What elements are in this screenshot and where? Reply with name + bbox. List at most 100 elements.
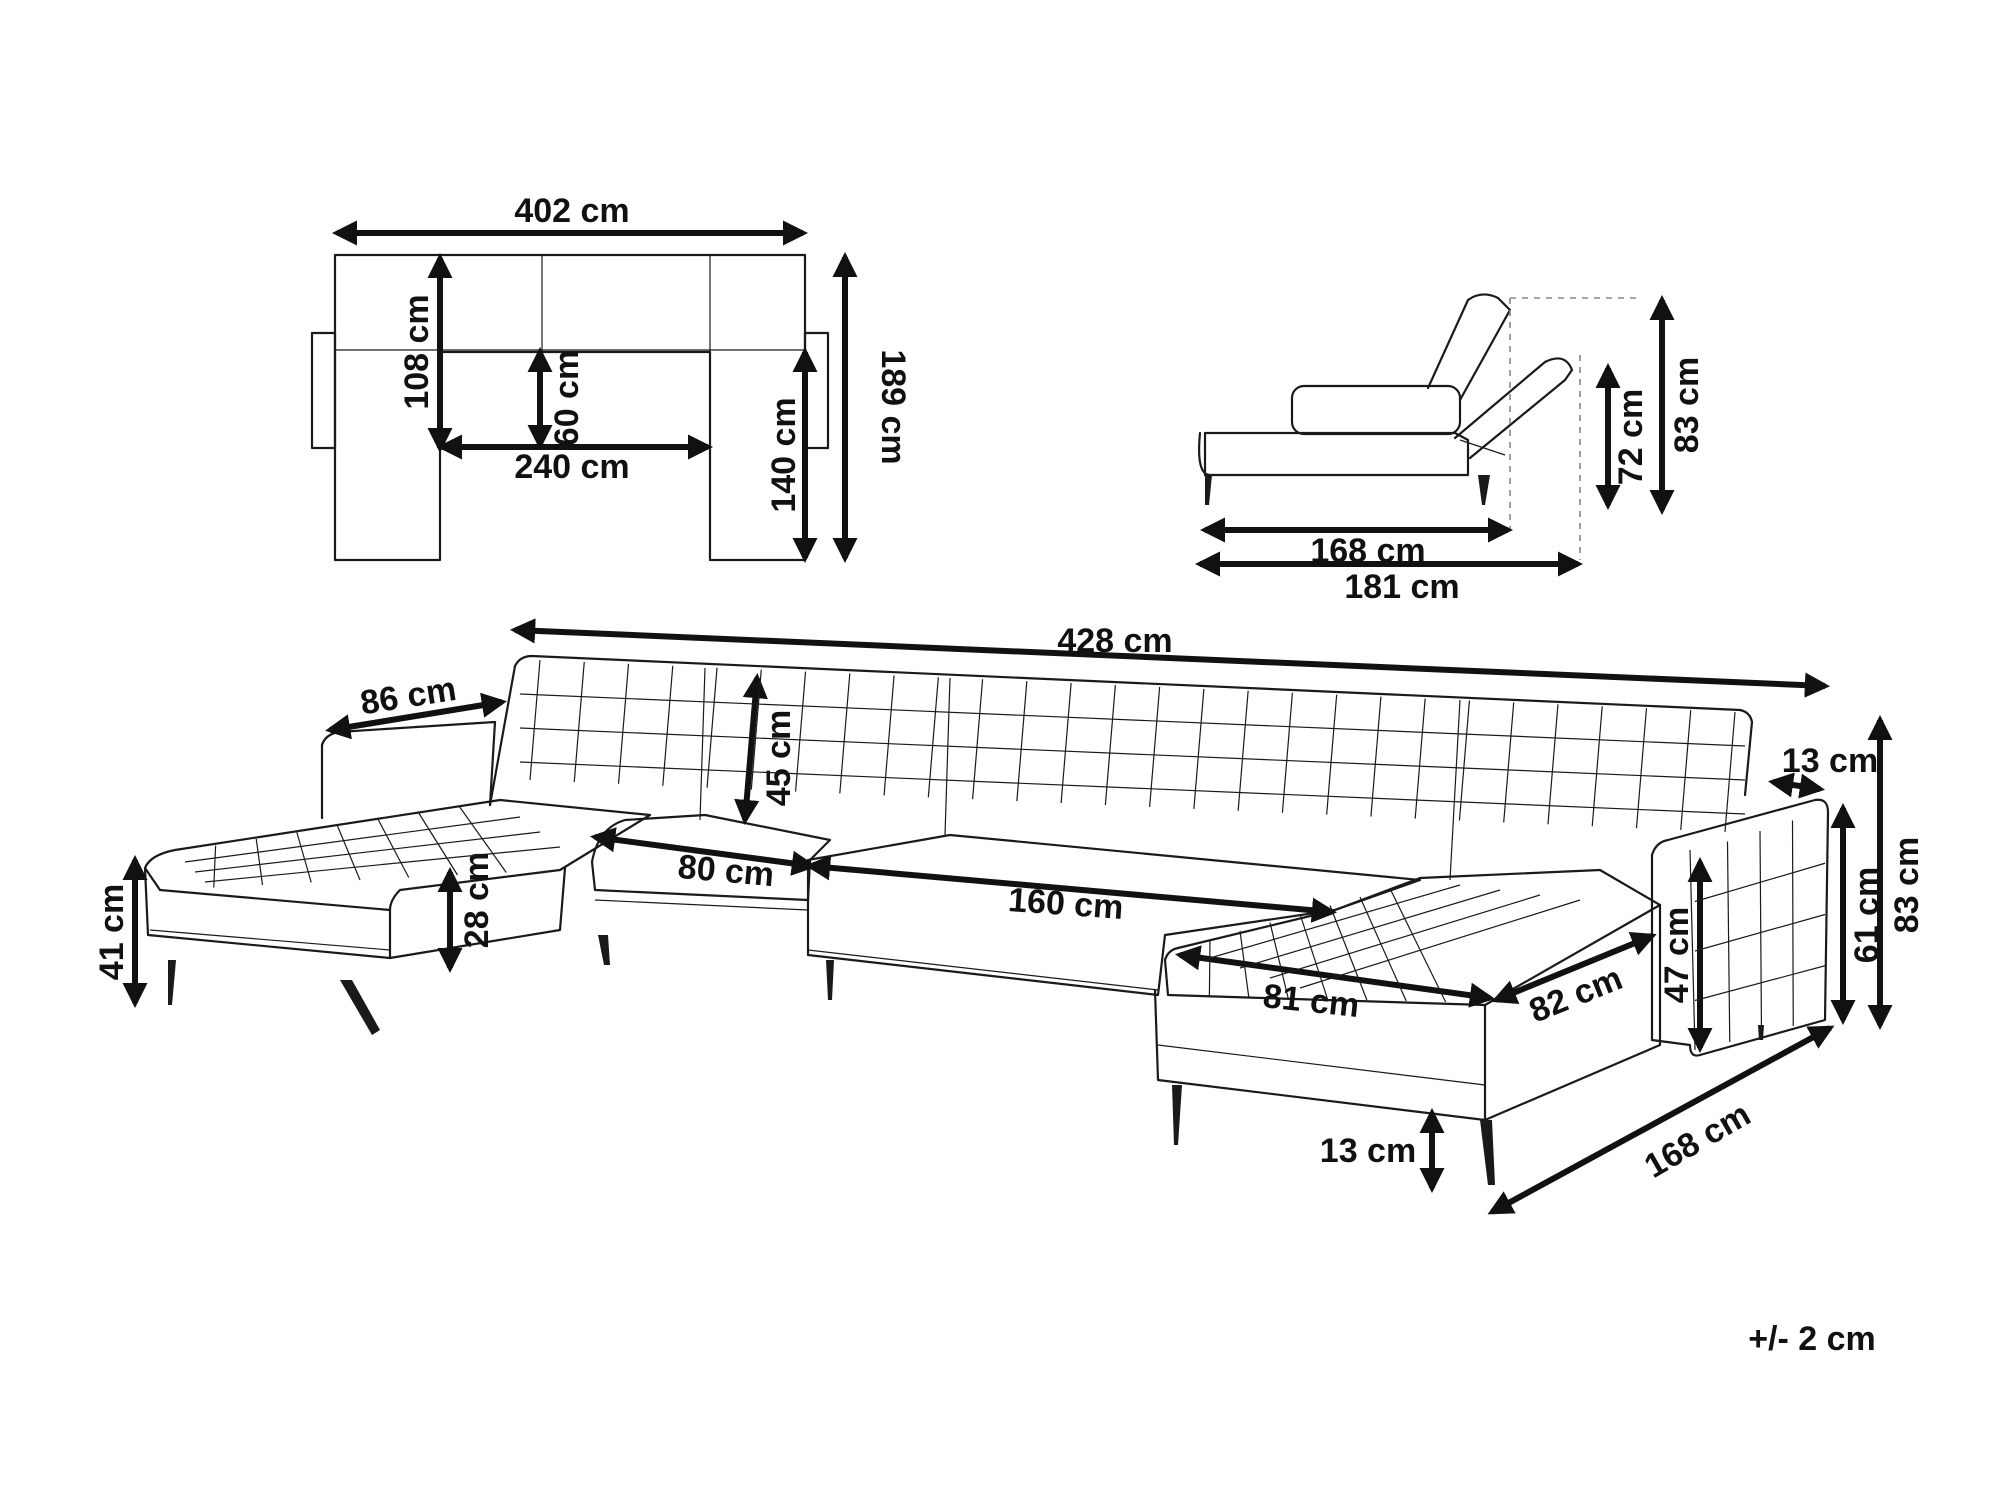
right-seat-tuft-col	[1299, 913, 1329, 1000]
middle-seat-1-base	[594, 899, 809, 911]
backrest-tuft-vertical	[1414, 698, 1426, 819]
right-seat-tuft-col	[1359, 896, 1407, 1002]
left-seat-tuft-col	[213, 845, 217, 888]
arrow-13-arm	[1768, 772, 1825, 799]
left-seat-tuft-row	[204, 846, 561, 883]
right-arm-tuft-col	[1726, 841, 1731, 1043]
right-seat-tuft-row	[1239, 889, 1501, 969]
backrest-tuft-vertical	[927, 677, 939, 798]
backrest-tuft-vertical	[1149, 686, 1161, 808]
right-arm-tuft-col	[1759, 830, 1763, 1035]
label-86: 86 cm	[358, 670, 459, 723]
backrest-tuft-vertical	[839, 673, 851, 794]
label-13-arm: 13 cm	[1782, 742, 1878, 780]
right-arm-tuft-row	[1694, 913, 1826, 952]
backrest-tuft-row	[519, 761, 1746, 815]
left-seat-tuft-col	[377, 819, 410, 878]
left-armrest	[320, 720, 497, 820]
label-45: 45 cm	[760, 710, 798, 806]
leg-3	[598, 935, 610, 965]
backrest-tuft-vertical	[1237, 690, 1249, 811]
right-chaise-base	[1153, 988, 1487, 1122]
backrest-tuft-vertical	[1458, 700, 1471, 821]
label-60: 60 cm	[548, 350, 586, 446]
backrest-tuft-vertical	[662, 665, 674, 786]
label-189: 189 cm	[874, 349, 912, 464]
top-view: 402 cm 108 cm 60 cm 240 cm 140 cm 189 cm	[310, 192, 912, 564]
backrest-tuft-vertical	[971, 679, 984, 800]
backrest-tuft-vertical	[1016, 681, 1028, 802]
right-arm-tuft-col	[1791, 820, 1794, 1027]
backrest-tuft-vertical	[1060, 683, 1072, 804]
backrest-tuft-vertical	[1281, 692, 1294, 813]
top-view-right-arm	[803, 331, 830, 450]
side-view-hinge	[1459, 439, 1506, 456]
left-chaise-base	[143, 866, 392, 960]
arrow-160	[804, 855, 1338, 923]
backrest-tuft-vertical	[617, 663, 630, 784]
right-chaise-base-line	[1157, 1044, 1486, 1086]
top-view-left-arm	[310, 331, 337, 450]
backrest-tuft-vertical	[573, 661, 585, 782]
leg-2	[340, 980, 380, 1035]
right-seat-tuft-col	[1329, 905, 1368, 1001]
backrest-tuft-vertical	[1193, 688, 1205, 809]
left-chaise-seat	[143, 798, 652, 912]
leg-1	[168, 960, 176, 1005]
leg-4	[826, 960, 834, 1000]
label-402: 402 cm	[514, 192, 629, 230]
label-80: 80 cm	[676, 848, 775, 894]
backrest-tuft-vertical	[1591, 706, 1603, 827]
backrest-tuft-vertical	[706, 667, 718, 788]
backrest-tuft-vertical	[1326, 694, 1338, 815]
label-160: 160 cm	[1007, 881, 1125, 927]
backrest-tuft-vertical	[1370, 696, 1382, 817]
side-view-back-reclined	[1453, 357, 1574, 460]
arrow-86	[325, 692, 507, 740]
left-seat-tuft-col	[418, 812, 459, 876]
right-seat-tuft-col	[1239, 930, 1250, 998]
label-41: 41 cm	[93, 884, 131, 980]
backrest-split-2	[944, 677, 951, 836]
backrest-tuft-vertical	[794, 671, 807, 792]
arrow-80	[590, 827, 817, 876]
label-28: 28 cm	[458, 852, 496, 948]
backrest-tuft-vertical	[1724, 711, 1736, 833]
left-seat-tuft-col	[458, 806, 507, 873]
label-181: 181 cm	[1344, 568, 1459, 606]
label-140: 140 cm	[765, 397, 803, 512]
backrest-tuft-vertical	[1680, 710, 1692, 831]
backrest-tuft-vertical	[750, 669, 762, 790]
arrow-45	[734, 672, 768, 826]
backrest-split-1	[699, 667, 706, 821]
side-view-leg-front	[1205, 475, 1212, 505]
side-view-leg-back	[1478, 475, 1490, 505]
label-168-chaise: 168 cm	[1638, 1095, 1757, 1186]
tolerance-note: +/- 2 cm	[1748, 1320, 1876, 1358]
label-428: 428 cm	[1057, 622, 1172, 660]
sofa-backrest	[488, 654, 1754, 807]
backrest-tuft-vertical	[1635, 708, 1648, 829]
backrest-tuft-vertical	[1503, 702, 1515, 823]
left-seat-tuft-col	[255, 838, 264, 886]
right-seat-tuft-col	[1269, 922, 1289, 999]
side-view-chaise-cushion	[1198, 431, 1212, 477]
backrest-split-3	[1449, 699, 1461, 881]
left-chaise-base-line	[149, 929, 391, 951]
backrest-tuft-row	[519, 727, 1746, 781]
middle-seat-2-base	[807, 949, 1159, 991]
label-47: 47 cm	[1658, 907, 1696, 1003]
arrow-168-chaise	[1487, 1025, 1835, 1215]
label-72: 72 cm	[1612, 389, 1650, 485]
label-108: 108 cm	[398, 294, 436, 409]
backrest-tuft-vertical	[1104, 684, 1116, 806]
backrest-tuft-row	[519, 693, 1746, 747]
backrest-tuft-vertical	[1547, 704, 1559, 825]
backrest-tuft-vertical	[883, 675, 895, 796]
side-view: 72 cm 83 cm 168 cm 181 cm	[1194, 293, 1706, 606]
right-arm-tuft-row	[1694, 965, 1826, 1002]
arrow-82	[1491, 931, 1657, 1005]
leg-5	[1172, 1085, 1182, 1145]
side-view-backrest-cushion	[1290, 384, 1462, 436]
